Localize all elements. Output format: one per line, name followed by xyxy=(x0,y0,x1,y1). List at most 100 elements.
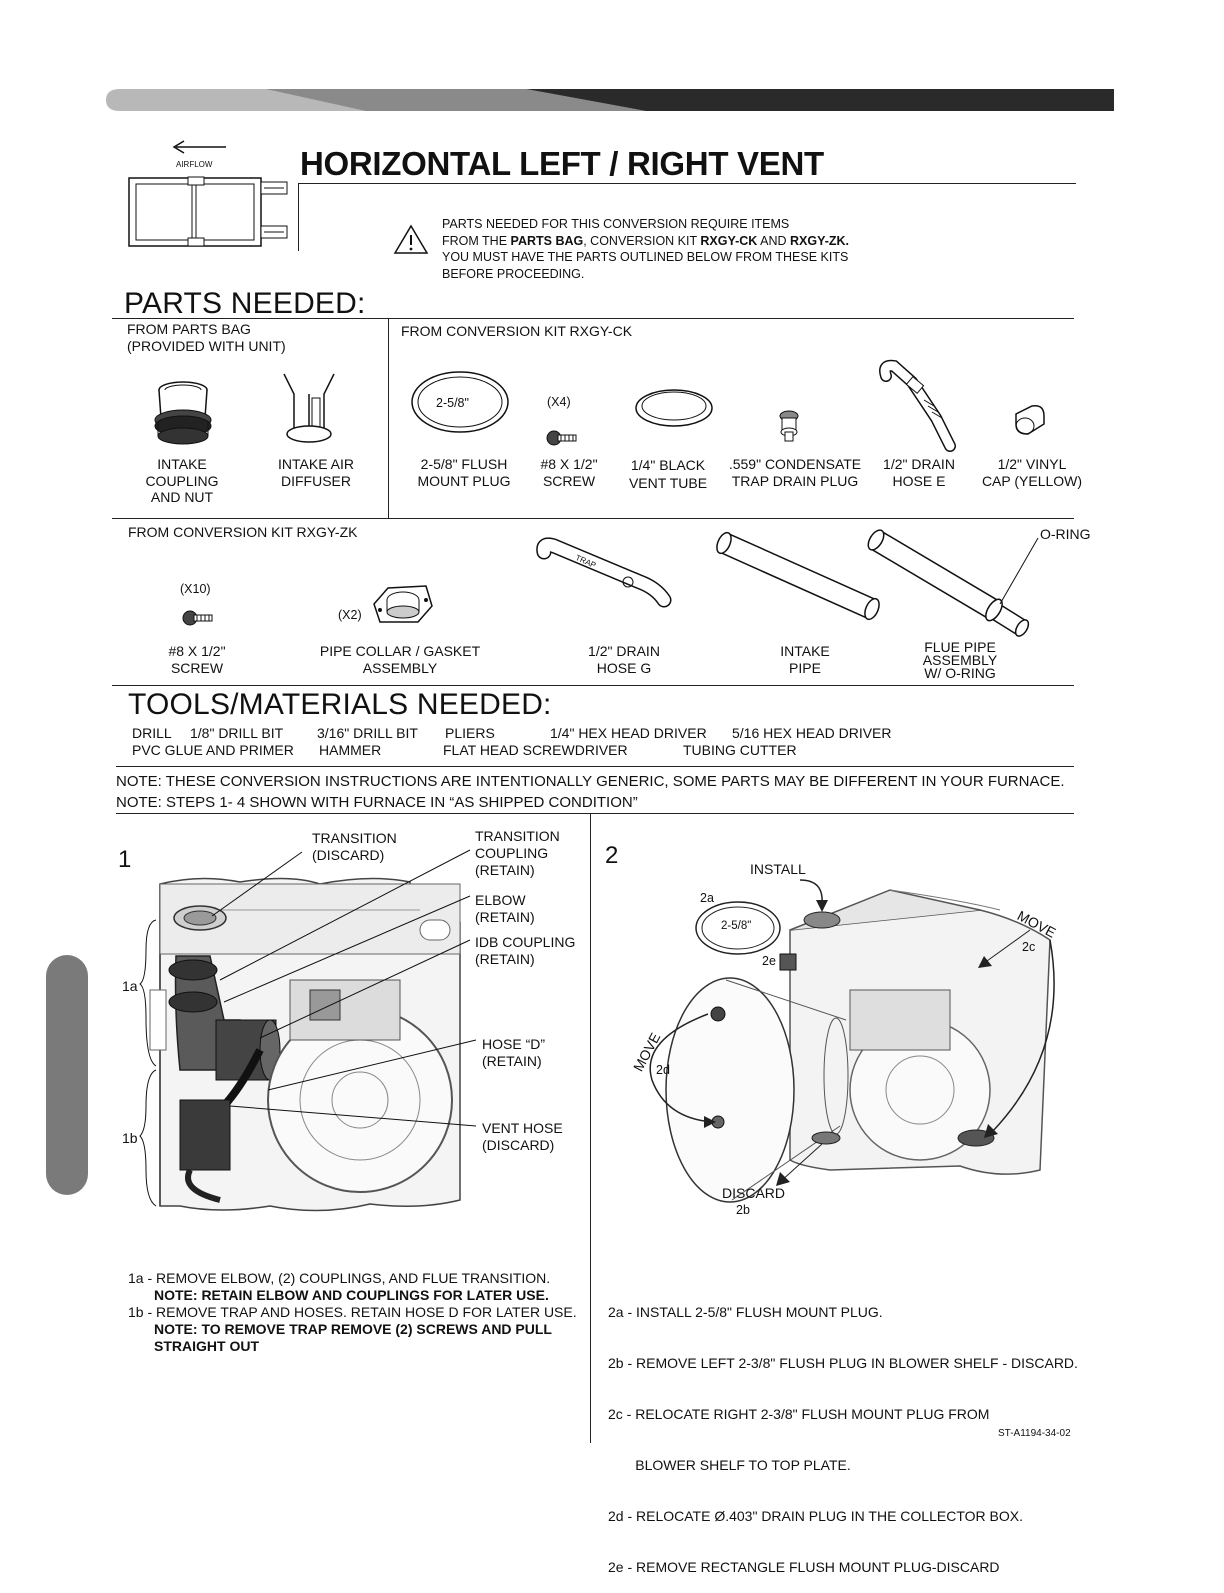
callout-line: (RETAIN) xyxy=(475,862,535,878)
instr-line: 2e - REMOVE RECTANGLE FLUSH MOUNT PLUG-D… xyxy=(608,1559,1000,1575)
ck-heading: FROM CONVERSION KIT RXGY-CK xyxy=(401,323,633,339)
warning-icon xyxy=(393,224,429,254)
label-1b: 1b xyxy=(122,1130,138,1146)
intake-coupling-label: INTAKE COUPLING AND NUT xyxy=(132,456,232,506)
flue-pipe-icon xyxy=(867,529,1039,637)
instr-line: NOTE: TO REMOVE TRAP REMOVE (2) SCREWS A… xyxy=(154,1321,552,1337)
callout-install: INSTALL xyxy=(750,861,806,877)
step-1-instructions: 1a - REMOVE ELBOW, (2) COUPLINGS, AND FL… xyxy=(128,1270,577,1355)
callout-elbow: ELBOW (RETAIN) xyxy=(475,892,535,926)
tool-item: PLIERS xyxy=(445,725,495,741)
label-1a: 1a xyxy=(122,978,138,994)
callout-transition-coupling: TRANSITION COUPLING (RETAIN) xyxy=(475,828,560,879)
callout-line: (RETAIN) xyxy=(482,1053,542,1069)
bag-heading-line-2: (PROVIDED WITH UNIT) xyxy=(127,338,286,354)
instr-line: STRAIGHT OUT xyxy=(154,1338,259,1354)
label-2d: 2d xyxy=(656,1063,670,1077)
instr-line: 1a - REMOVE ELBOW, (2) COUPLINGS, AND FL… xyxy=(128,1270,577,1287)
callout-line: (RETAIN) xyxy=(475,951,535,967)
zk-heading: FROM CONVERSION KIT RXGY-ZK xyxy=(128,524,358,540)
ck-item-label: 1/2" DRAIN HOSE E xyxy=(874,456,964,489)
callout-line: TRANSITION xyxy=(475,828,560,844)
instr-tag: 1a - xyxy=(128,1270,157,1286)
screw-icon xyxy=(182,610,213,626)
part-label-line: TRAP DRAIN PLUG xyxy=(731,472,859,489)
label-2c: 2c xyxy=(1022,940,1036,954)
ck-item-label: .559" CONDENSATE TRAP DRAIN PLUG xyxy=(724,456,866,489)
bag-heading: FROM PARTS BAG (PROVIDED WITH UNIT) xyxy=(127,321,286,354)
instr-line: 2a - INSTALL 2-5/8" FLUSH MOUNT PLUG. xyxy=(608,1304,883,1320)
part-label-line: AND NUT xyxy=(150,489,214,505)
vinyl-cap-icon xyxy=(1015,404,1045,435)
parts-heading: PARTS NEEDED: xyxy=(124,287,366,320)
callout-line: (DISCARD) xyxy=(312,847,385,863)
tool-item: FLAT HEAD SCREWDRIVER xyxy=(443,742,628,758)
part-label-line: ASSEMBLY xyxy=(362,659,438,676)
part-label-line: DIFFUSER xyxy=(281,472,351,489)
callout-hose-d: HOSE “D” (RETAIN) xyxy=(482,1036,545,1070)
warning-text-span: FROM THE xyxy=(442,233,511,248)
instr-line: 1b - REMOVE TRAP AND HOSES. RETAIN HOSE … xyxy=(128,1304,577,1321)
label-2b: 2b xyxy=(736,1203,750,1217)
warning-text: PARTS NEEDED FOR THIS CONVERSION REQUIRE… xyxy=(442,216,849,282)
part-label-line: PIPE xyxy=(789,659,821,676)
page-title: HORIZONTAL LEFT / RIGHT VENT xyxy=(300,145,824,182)
callout-vent-hose: VENT HOSE (DISCARD) xyxy=(482,1120,563,1154)
ck-screw-qty: (X4) xyxy=(547,395,571,409)
warning-line-1: PARTS NEEDED FOR THIS CONVERSION REQUIRE… xyxy=(442,217,790,231)
warning-line-2: FROM THE PARTS BAG, CONVERSION KIT RXGY-… xyxy=(442,233,849,250)
zk-item-label: FLUE PIPE ASSEMBLY W/ O-RING xyxy=(908,639,1012,681)
step-2-plug-tag: 2-5/8" xyxy=(721,920,752,932)
airflow-label: AIRFLOW xyxy=(176,160,213,169)
tool-item: DRILL xyxy=(132,725,172,741)
callout-transition: TRANSITION (DISCARD) xyxy=(312,830,397,863)
callout-line: (RETAIN) xyxy=(475,909,535,925)
zk-item-label: INTAKE PIPE xyxy=(760,643,850,676)
zk-screw-qty: (X10) xyxy=(180,582,211,596)
ck-item-label: 1/4" BLACK VENT TUBE xyxy=(618,456,718,492)
zk-item-label: 1/2" DRAIN HOSE G xyxy=(574,643,674,676)
part-label-line: W/ O-RING xyxy=(924,665,996,681)
warning-text-span: , CONVERSION KIT xyxy=(583,233,701,248)
part-label-line: 1/4" BLACK xyxy=(630,457,706,473)
instr-tag: 1b - xyxy=(128,1304,157,1320)
part-label-line: HOSE E xyxy=(892,472,946,489)
callout-idb-coupling: IDB COUPLING (RETAIN) xyxy=(475,934,575,968)
intake-coupling-icon xyxy=(154,381,212,445)
airflow-arrow-icon xyxy=(172,140,226,154)
part-label-line: COUPLING xyxy=(145,472,219,489)
callout-discard: DISCARD xyxy=(722,1185,786,1201)
part-label-line: SCREW xyxy=(542,472,596,489)
drain-hose-e-icon xyxy=(879,359,956,452)
tool-item: 5/16 HEX HEAD DRIVER xyxy=(732,725,892,741)
part-label-line: FLUE PIPE xyxy=(924,639,996,655)
tool-item: HAMMER xyxy=(319,742,382,758)
document-code: ST-A1194-34-02 xyxy=(998,1428,1071,1439)
step-1-furnace-illustration xyxy=(139,849,477,1212)
note-generic: NOTE: THESE CONVERSION INSTRUCTIONS ARE … xyxy=(116,773,1065,790)
intake-pipe-icon xyxy=(716,531,880,621)
part-label-line: SCREW xyxy=(170,659,224,676)
instr-text: REMOVE ELBOW, (2) COUPLINGS, AND FLUE TR… xyxy=(156,1270,551,1286)
screw-icon xyxy=(546,430,577,446)
instr-line: 2b - REMOVE LEFT 2-3/8" FLUSH PLUG IN BL… xyxy=(608,1355,1078,1371)
instr-line: 2d - RELOCATE Ø.403" DRAIN PLUG IN THE C… xyxy=(608,1508,1023,1524)
header-banner xyxy=(106,89,1114,111)
callout-line: ELBOW xyxy=(475,892,526,908)
part-label-line: PIPE COLLAR / GASKET xyxy=(319,643,481,659)
part-label-line: ASSEMBLY xyxy=(922,652,998,668)
part-label-line: INTAKE xyxy=(780,643,830,659)
zk-oring-callout: O-RING xyxy=(1040,526,1091,542)
ck-item-label: #8 X 1/2" SCREW xyxy=(524,456,614,489)
flush-mount-plug-icon xyxy=(411,371,509,433)
part-label-line: VENT TUBE xyxy=(628,475,708,491)
label-2a: 2a xyxy=(700,891,714,905)
part-label-line: MOUNT PLUG xyxy=(417,472,511,489)
drain-hose-g-icon xyxy=(536,537,672,608)
note-shipped-condition: NOTE: STEPS 1- 4 SHOWN WITH FURNACE IN “… xyxy=(116,794,638,811)
tool-item: 3/16" DRILL BIT xyxy=(317,725,418,741)
part-label-line: 2-5/8" FLUSH xyxy=(420,456,508,472)
tool-item: TUBING CUTTER xyxy=(683,742,797,758)
part-label-line: INTAKE xyxy=(157,456,207,472)
warning-line-4: BEFORE PROCEEDING. xyxy=(442,266,585,281)
